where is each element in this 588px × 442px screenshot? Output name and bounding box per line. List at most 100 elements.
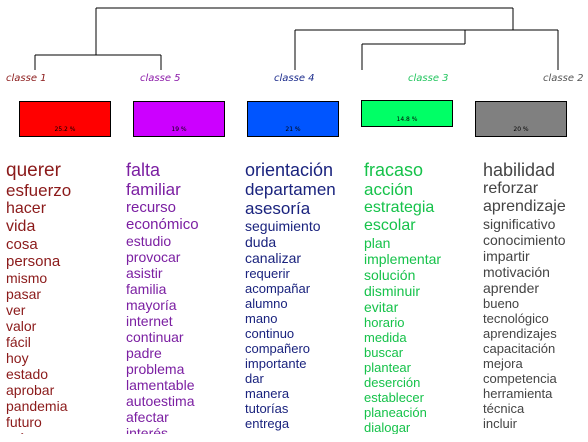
word-item: fácil xyxy=(6,334,31,350)
word-item: departamen xyxy=(245,180,336,199)
word-item: motivación xyxy=(483,264,550,280)
word-item: mayoría xyxy=(126,297,177,313)
class-percent-5: 19 % xyxy=(171,126,187,133)
word-item: estudio xyxy=(126,233,172,249)
word-item: aprendizajes xyxy=(483,326,557,341)
word-item: provocar xyxy=(126,249,181,265)
word-item: pandemia xyxy=(6,398,68,414)
word-item: solución xyxy=(364,267,416,283)
word-item: continuar xyxy=(126,329,184,345)
word-item: internet xyxy=(126,313,173,329)
class-percent-1: 25.2 % xyxy=(54,126,76,133)
word-item: estado xyxy=(6,366,49,382)
word-item: mano xyxy=(245,311,278,326)
class-percent-3: 14.8 % xyxy=(396,116,418,123)
word-item: padre xyxy=(126,345,162,361)
word-item: buscar xyxy=(364,345,404,360)
word-item: habilidad xyxy=(483,160,556,180)
word-item: herramienta xyxy=(483,386,553,401)
word-item: económico xyxy=(126,216,199,233)
word-item: competencia xyxy=(483,371,557,386)
word-item: más xyxy=(6,430,71,434)
word-item: asistir xyxy=(126,265,163,281)
word-item: acompañar xyxy=(245,281,311,296)
word-item: compañero xyxy=(245,341,311,356)
word-item: esfuerzo xyxy=(6,181,72,200)
word-item: evitar xyxy=(364,299,399,315)
word-item: horario xyxy=(364,315,405,330)
word-item: importante xyxy=(245,356,307,371)
word-item: alumno xyxy=(245,296,288,311)
word-item: interés xyxy=(126,425,169,434)
word-item: plantear xyxy=(364,360,411,375)
class-box-4: 21 % xyxy=(247,101,339,137)
class-box-2: 20 % xyxy=(475,101,567,137)
class-label-3: classe 3 xyxy=(408,73,449,84)
word-item: mejora xyxy=(483,356,523,371)
class-box-1: 25.2 % xyxy=(19,101,111,137)
word-item: impartir xyxy=(483,248,530,264)
word-item: cosa xyxy=(6,236,38,253)
word-item: problema xyxy=(126,361,185,377)
word-item: plan xyxy=(364,235,391,251)
word-item: dar xyxy=(245,371,264,386)
word-item: tutorías xyxy=(245,401,289,416)
word-item: seguimiento xyxy=(245,218,321,234)
class-label-4: classe 4 xyxy=(274,73,315,84)
word-item: medida xyxy=(364,330,407,345)
word-item: acción xyxy=(364,180,414,199)
word-item: asesoría xyxy=(245,199,311,218)
word-item: hoy xyxy=(6,350,29,366)
word-item: autoestima xyxy=(126,393,195,409)
word-item: futuro xyxy=(6,414,42,430)
word-item: recurso xyxy=(126,199,177,216)
word-item: mismo xyxy=(6,270,48,286)
word-item: persona xyxy=(6,253,61,270)
word-item: hacer xyxy=(6,200,47,217)
class-box-5: 19 % xyxy=(133,101,225,137)
word-item: reforzar xyxy=(483,180,539,197)
class-percent-4: 21 % xyxy=(285,126,301,133)
word-item: técnica xyxy=(483,401,525,416)
word-item: afectar xyxy=(126,409,169,425)
class-label-2: classe 2 xyxy=(543,73,584,84)
word-item: vida xyxy=(6,218,36,235)
word-item: significativo xyxy=(483,216,556,232)
word-item: querer xyxy=(6,160,61,181)
word-item: aprobar xyxy=(6,382,55,398)
word-item: valor xyxy=(6,318,37,334)
word-item: dialogar xyxy=(364,420,411,434)
word-item: pasar xyxy=(6,286,42,302)
word-item: falta xyxy=(126,160,161,180)
word-item: familiar xyxy=(126,180,181,199)
class-box-3: 14.8 % xyxy=(361,100,453,127)
word-item: lamentable xyxy=(126,377,195,393)
word-item: duda xyxy=(245,234,277,250)
word-item: manera xyxy=(245,386,290,401)
word-item: incluir xyxy=(483,416,517,431)
word-item: tecnológico xyxy=(483,311,549,326)
word-item: capacitación xyxy=(483,341,556,356)
word-item: ver xyxy=(6,302,26,318)
class-percent-2: 20 % xyxy=(513,126,529,133)
word-item: implementar xyxy=(364,251,442,267)
word-item: aprender xyxy=(483,280,540,296)
word-item: familia xyxy=(126,281,167,297)
word-item: conocimiento xyxy=(483,232,566,248)
word-item: continuo xyxy=(245,326,295,341)
class-label-1: classe 1 xyxy=(6,73,47,84)
word-item: estrategia xyxy=(364,199,435,216)
word-item: fracaso xyxy=(364,160,424,180)
word-item: entrega xyxy=(245,416,290,431)
word-item: requerir xyxy=(245,266,290,281)
word-item: disminuir xyxy=(364,283,421,299)
word-item: escolar xyxy=(364,217,416,234)
dendrogram xyxy=(34,7,559,70)
word-item: establecer xyxy=(364,390,424,405)
word-item: canalizar xyxy=(245,250,302,266)
